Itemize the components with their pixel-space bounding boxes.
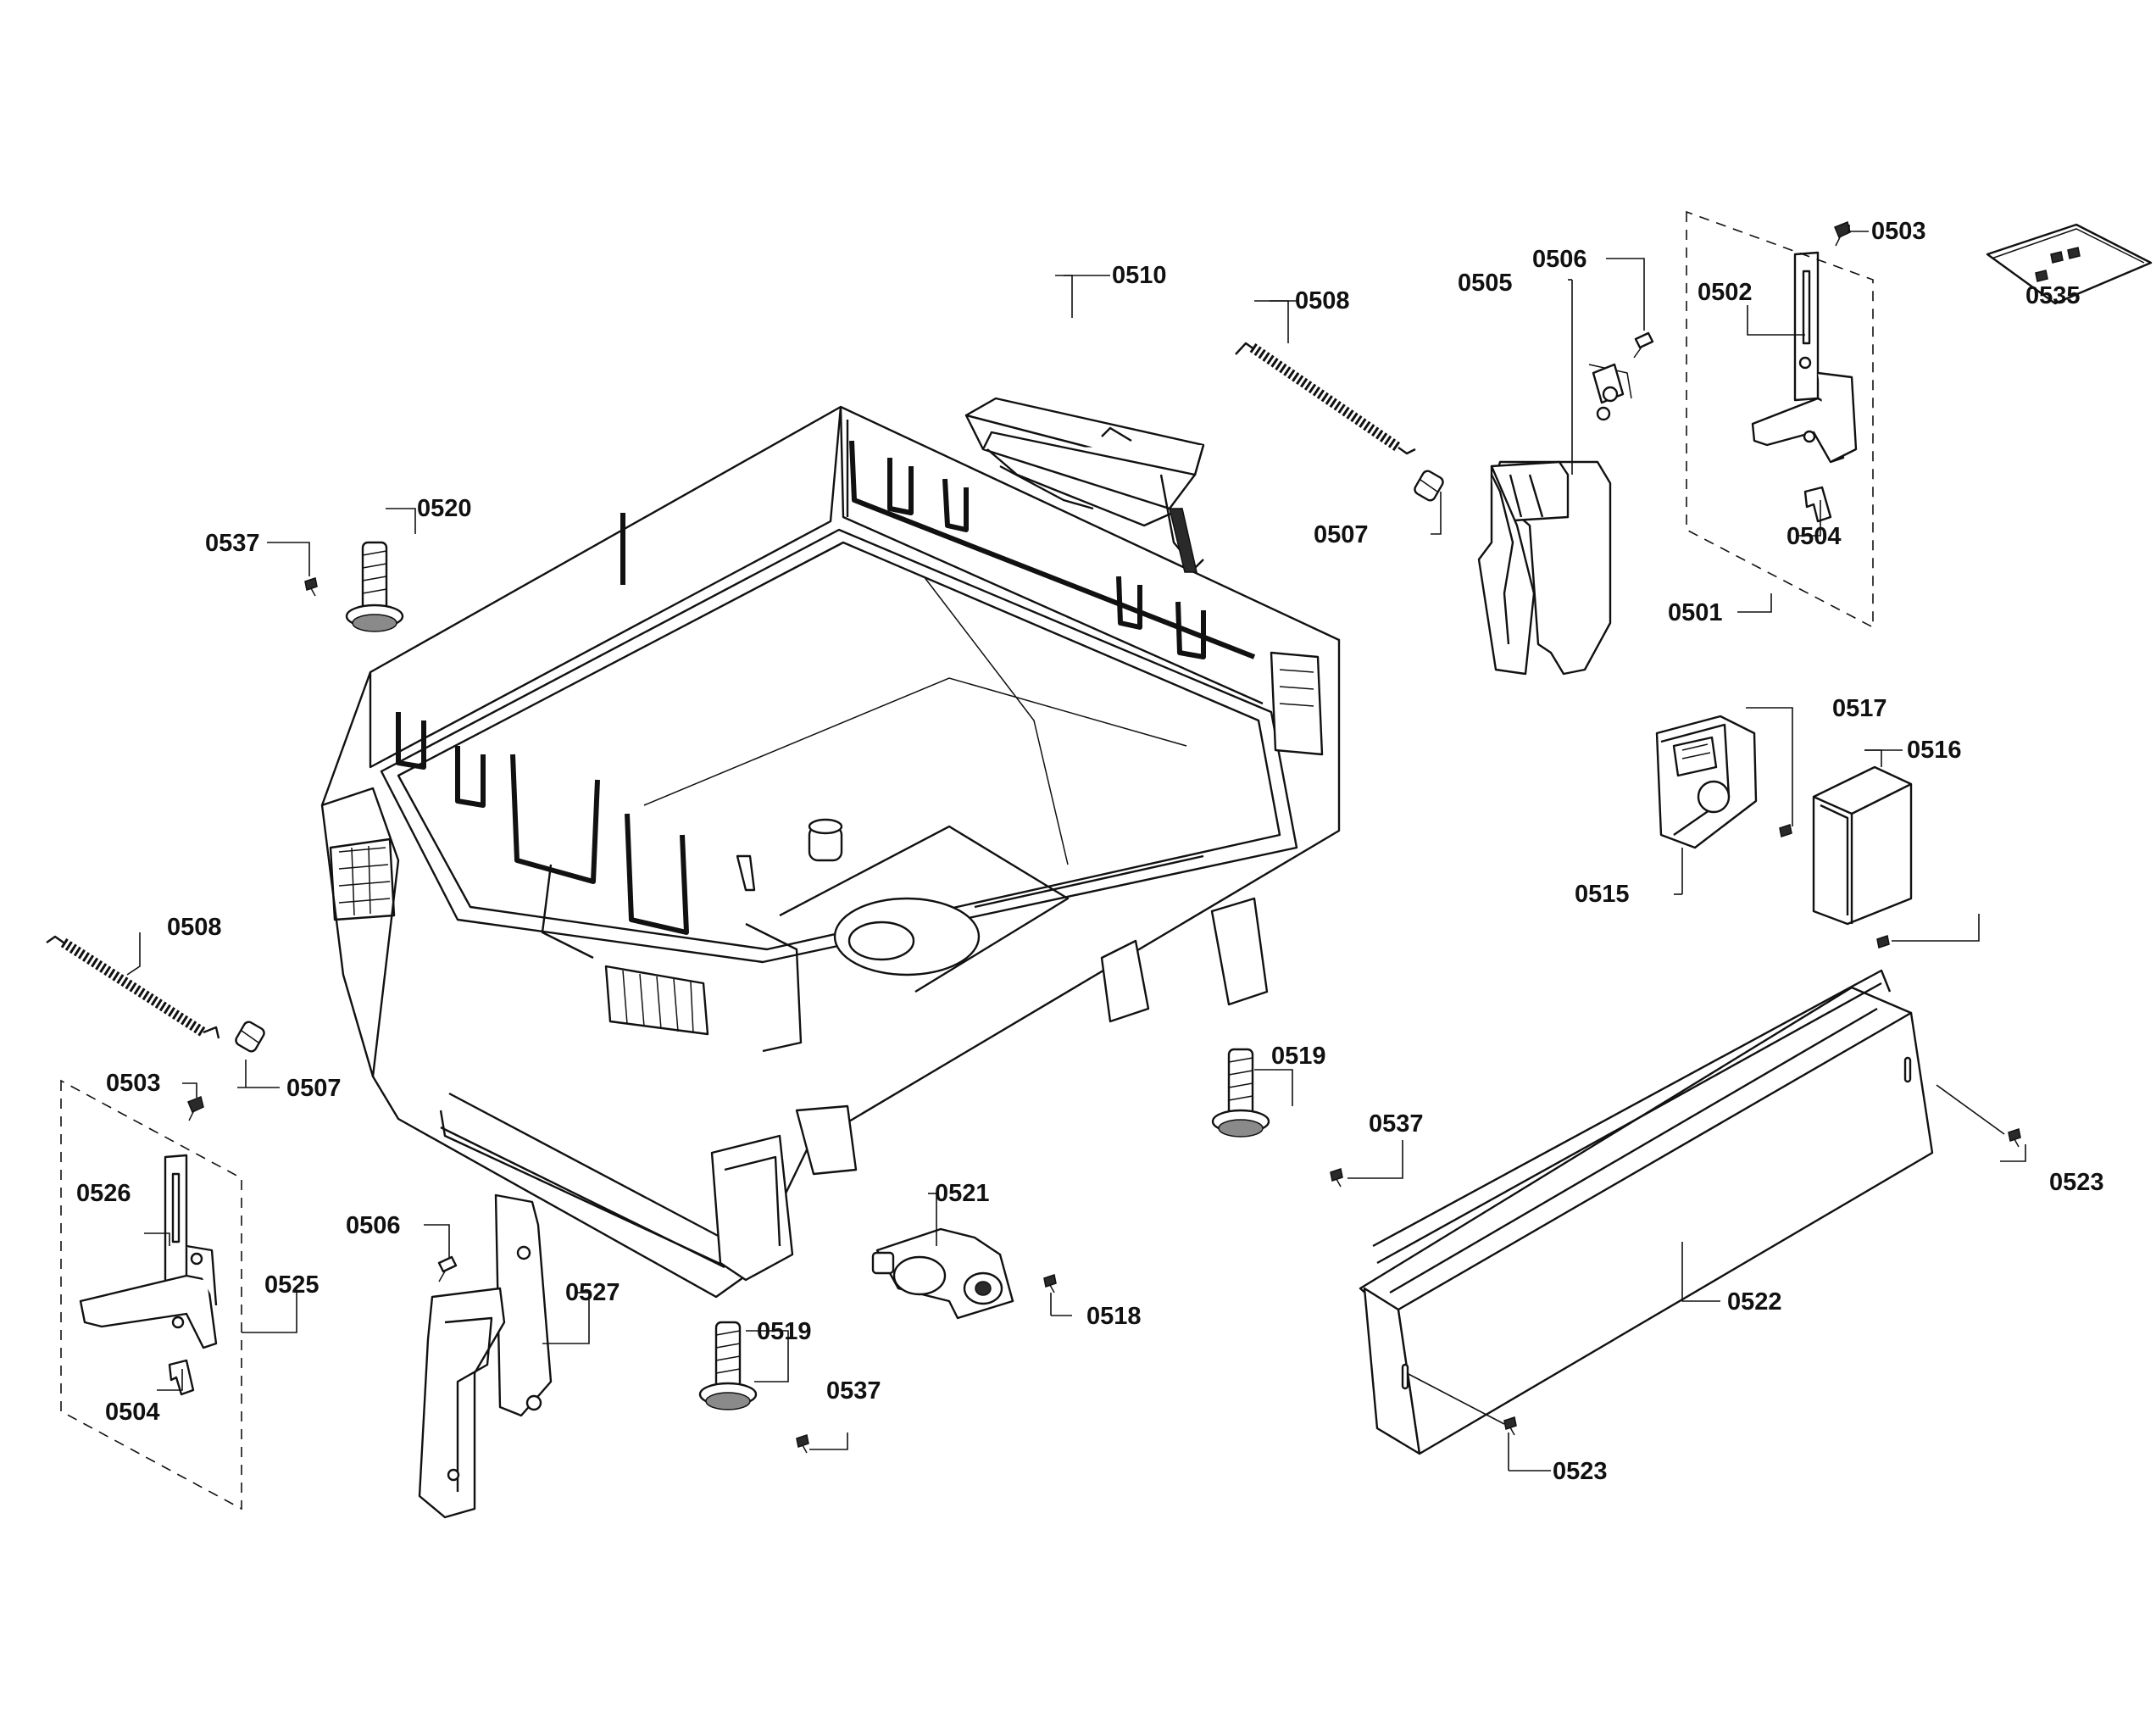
label-0525: 0525 bbox=[264, 1271, 320, 1299]
screw-0523-right-drawing bbox=[2008, 1128, 2021, 1148]
label-0537-upper: 0537 bbox=[205, 530, 260, 557]
label-0510: 0510 bbox=[1112, 262, 1167, 289]
hinge-assembly-0501-drawing bbox=[1751, 251, 1858, 523]
cover-0516-drawing bbox=[1812, 765, 1913, 926]
leader-lines bbox=[126, 225, 2026, 1471]
bracket-0515-drawing bbox=[1655, 715, 1758, 849]
screw-0506-lower-drawing bbox=[437, 1255, 458, 1282]
assembly-box-0525 bbox=[60, 1079, 242, 1510]
leveling-foot-0519-right-drawing bbox=[1211, 1048, 1270, 1138]
label-0523-right: 0523 bbox=[2049, 1169, 2104, 1196]
label-0537-right: 0537 bbox=[1369, 1110, 1424, 1138]
hardware-bag-0535-drawing bbox=[1986, 223, 2153, 305]
label-0508-upper: 0508 bbox=[1295, 287, 1350, 314]
leveling-foot-0520-drawing bbox=[345, 541, 404, 632]
tub-base-assembly-drawing bbox=[320, 405, 1341, 1299]
label-0526: 0526 bbox=[76, 1180, 131, 1207]
label-0506-upper: 0506 bbox=[1532, 246, 1587, 273]
label-0502: 0502 bbox=[1698, 279, 1753, 306]
label-0527: 0527 bbox=[565, 1279, 620, 1306]
dispenser-0510-drawing bbox=[964, 397, 1205, 573]
label-0519-lower: 0519 bbox=[757, 1318, 812, 1345]
label-0519-right: 0519 bbox=[1271, 1043, 1326, 1070]
screw-0517-upper-drawing bbox=[1779, 824, 1792, 837]
screw-0537-upper-drawing bbox=[304, 577, 318, 597]
screw-0503-upper-drawing bbox=[1834, 220, 1851, 247]
label-0517-upper: 0517 bbox=[1832, 695, 1887, 722]
screw-0506-upper-drawing bbox=[1633, 331, 1654, 359]
label-0501: 0501 bbox=[1668, 599, 1723, 626]
label-0503-lower: 0503 bbox=[106, 1070, 161, 1097]
label-0503-upper: 0503 bbox=[1871, 218, 1926, 245]
label-0523-lower: 0523 bbox=[1553, 1458, 1608, 1485]
screw-0523-lower-drawing bbox=[1503, 1416, 1517, 1436]
leveling-foot-0519-lower-drawing bbox=[698, 1321, 758, 1410]
label-0516: 0516 bbox=[1907, 737, 1962, 764]
hinge-assembly-0526-drawing bbox=[79, 1154, 218, 1396]
hinge-support-0527-drawing bbox=[418, 1193, 553, 1519]
spring-0508-lower-drawing bbox=[46, 935, 220, 1039]
toe-kick-panel-0522-drawing bbox=[1359, 969, 1934, 1455]
label-0504-upper: 0504 bbox=[1786, 523, 1842, 550]
label-0521: 0521 bbox=[935, 1180, 990, 1207]
label-0518: 0518 bbox=[1086, 1303, 1142, 1330]
bushing-0507-upper-drawing bbox=[1414, 470, 1444, 502]
label-0506-lower: 0506 bbox=[346, 1212, 401, 1239]
screw-0537-lower-drawing bbox=[796, 1434, 809, 1454]
label-0537-lower: 0537 bbox=[826, 1377, 881, 1405]
screw-0518-drawing bbox=[1043, 1274, 1057, 1293]
label-0522: 0522 bbox=[1727, 1288, 1782, 1316]
inlet-valve-0521-drawing bbox=[871, 1227, 1014, 1320]
hinge-support-0505-drawing bbox=[1477, 363, 1632, 676]
label-0504-lower: 0504 bbox=[105, 1399, 160, 1426]
screw-0517-lower-drawing bbox=[1876, 935, 1890, 949]
label-0507-lower: 0507 bbox=[286, 1075, 342, 1102]
label-0507-upper: 0507 bbox=[1314, 521, 1369, 548]
bushing-0507-lower-drawing bbox=[235, 1021, 265, 1053]
screw-0537-right-drawing bbox=[1330, 1168, 1343, 1188]
label-0505: 0505 bbox=[1458, 270, 1513, 297]
screw-0503-lower-drawing bbox=[187, 1095, 204, 1121]
callout-labels: 0535 0503 0506 0502 0505 0510 0508 0520 … bbox=[76, 218, 2104, 1485]
spring-0508-upper-drawing bbox=[1235, 342, 1416, 455]
label-0508-lower: 0508 bbox=[167, 914, 222, 941]
label-0535: 0535 bbox=[2025, 282, 2081, 309]
label-0515: 0515 bbox=[1575, 881, 1630, 908]
label-0520: 0520 bbox=[417, 495, 472, 522]
